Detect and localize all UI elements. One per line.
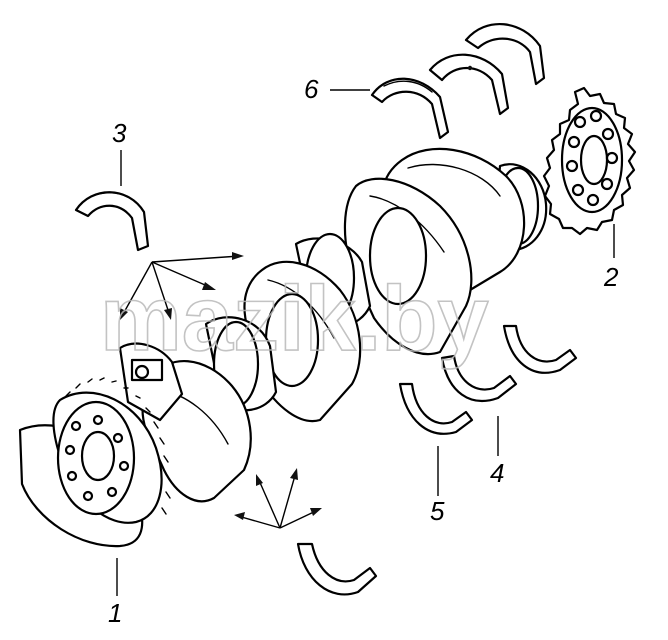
part-2-timing-gear (542, 86, 637, 236)
part-4-bearing-shell-b (502, 324, 578, 374)
watermark-text: mazik.by (100, 268, 489, 370)
callout-1: 1 (108, 598, 122, 628)
callout-5: 5 (430, 496, 445, 526)
callout-6: 6 (304, 74, 319, 104)
part-4-bearing-shell-a (440, 354, 518, 403)
part-6-bearing-shell-small (370, 77, 450, 140)
callout-2: 2 (603, 262, 619, 292)
crankshaft (118, 147, 548, 503)
arrows-upper (120, 252, 244, 320)
part-6-bearing-shell-mid (428, 53, 510, 116)
part-6-bearing-shell-top (464, 23, 546, 86)
bottom-bearing-shell (296, 542, 378, 596)
arrows-lower (234, 468, 322, 529)
callout-3: 3 (112, 118, 127, 148)
part-1-crank-gear (18, 377, 171, 548)
part-5-bearing-shell (398, 382, 474, 435)
callout-4: 4 (490, 458, 504, 488)
part-3-bearing-shell (74, 191, 150, 252)
